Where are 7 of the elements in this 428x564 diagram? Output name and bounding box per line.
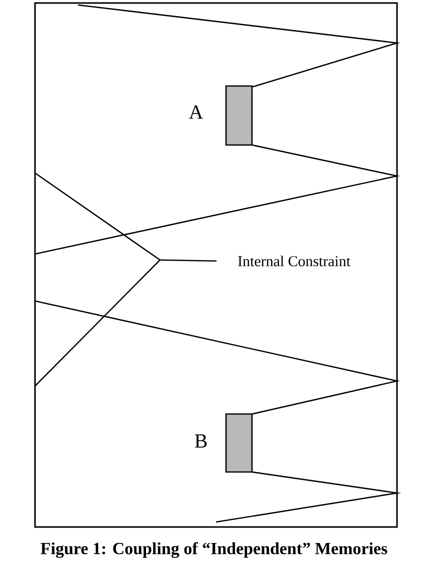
label-text: Internal Constraint	[238, 256, 350, 266]
block-letter: A	[188, 105, 204, 119]
block-letter: B	[194, 434, 207, 448]
memory-block	[225, 413, 253, 473]
figure-caption: Figure 1: Coupling of “Independent” Memories	[40, 542, 388, 558]
memory-block	[225, 85, 253, 146]
leader-line	[160, 259, 217, 262]
